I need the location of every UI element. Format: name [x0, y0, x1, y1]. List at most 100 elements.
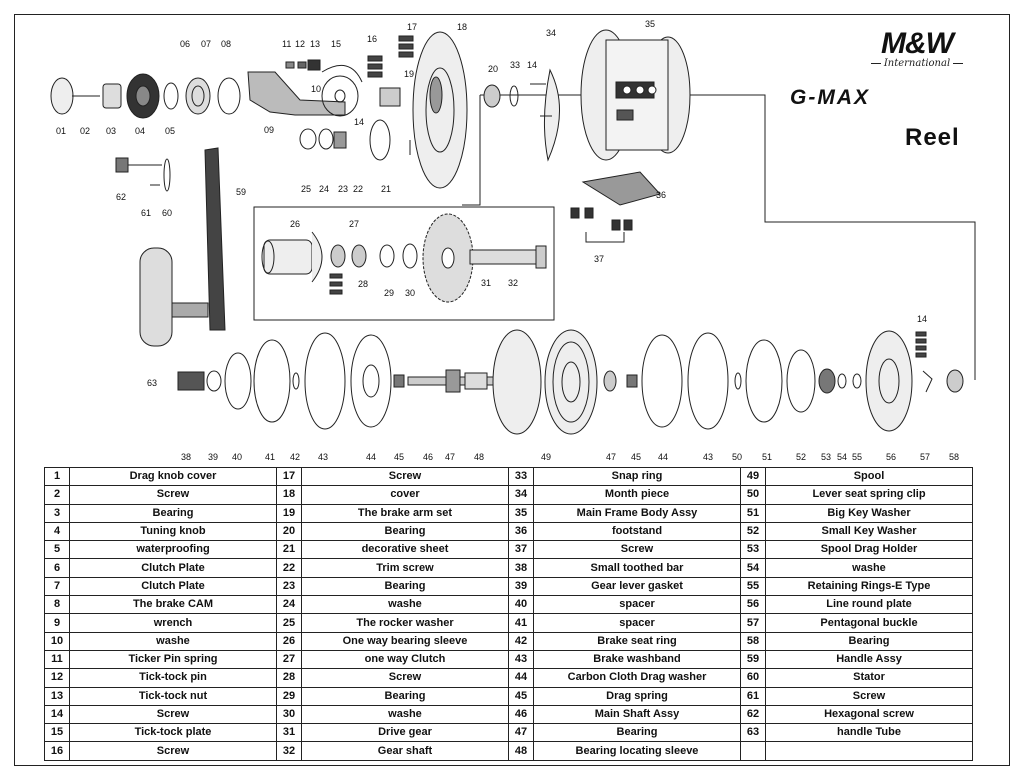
spacer: [224, 352, 252, 410]
snap-ring: [509, 85, 519, 107]
part-number-cell: 15: [44, 723, 70, 743]
part-name-cell: The rocker washer: [301, 613, 509, 633]
part-number-cell: 49: [740, 466, 766, 487]
drag-spring: [626, 374, 638, 388]
part-name-cell: Small Key Washer: [765, 521, 973, 542]
callout-label: 51: [762, 452, 772, 462]
part-name-cell: cover: [301, 485, 509, 505]
callout-label: 50: [732, 452, 742, 462]
part-name-cell: Brake washband: [533, 649, 741, 670]
part-name-cell: spacer: [533, 613, 741, 633]
gear-lever-gasket: [206, 370, 222, 392]
part-number-cell: 46: [508, 704, 534, 725]
part-name-cell: waterproofing: [69, 540, 277, 560]
part-name-cell: Main Shaft Assy: [533, 704, 741, 725]
part-name-cell: The brake CAM: [69, 595, 277, 615]
callout-label: 07: [201, 39, 211, 49]
inset-box: [253, 206, 555, 321]
part-name-cell: Gear lever gasket: [533, 576, 741, 597]
bearing-part: [946, 369, 964, 393]
callout-label: 46: [423, 452, 433, 462]
footstand: [581, 171, 661, 206]
part-name-cell: Brake seat ring: [533, 631, 741, 651]
part-number-cell: 4: [44, 521, 70, 542]
callout-label: 59: [236, 187, 246, 197]
bearing-part: [483, 84, 501, 108]
part-number-cell: 58: [740, 631, 766, 651]
month-piece: [543, 68, 560, 162]
part-number-cell: 27: [276, 649, 302, 670]
callout-label: 60: [162, 208, 172, 218]
carbon-drag-washer: [350, 334, 392, 428]
callout-label: 43: [318, 452, 328, 462]
part-name-cell: Bearing: [765, 631, 973, 651]
spring-clip: [734, 372, 742, 390]
part-number-cell: 17: [276, 466, 302, 487]
stator: [163, 158, 171, 192]
part-name-cell: Drag knob cover: [69, 466, 277, 487]
part-number-cell: 47: [508, 723, 534, 743]
part-number-cell: 10: [44, 631, 70, 651]
part-name-cell: one way Clutch: [301, 649, 509, 670]
callout-label: 55: [852, 452, 862, 462]
callout-label: 14: [527, 60, 537, 70]
callout-label: 61: [141, 208, 151, 218]
callout-label: 53: [821, 452, 831, 462]
callout-label: 06: [180, 39, 190, 49]
callout-label: 32: [508, 278, 518, 288]
callout-label: 63: [147, 378, 157, 388]
callout-label: 34: [546, 28, 556, 38]
gear-shaft: [469, 249, 543, 265]
part-number-cell: 9: [44, 613, 70, 633]
callout-label: 15: [331, 39, 341, 49]
part-number-cell: 45: [508, 686, 534, 706]
part-name-cell: decorative sheet: [301, 540, 509, 560]
part-name-cell: Lever seat spring clip: [765, 485, 973, 505]
part-name-cell: Screw: [533, 540, 741, 560]
callout-label: 58: [949, 452, 959, 462]
part-number-cell: 18: [276, 485, 302, 505]
bearing-part: [102, 83, 122, 109]
callout-label: 20: [488, 64, 498, 74]
callout-label: 12: [295, 39, 305, 49]
part-name-cell: Tick-tock nut: [69, 686, 277, 706]
callout-label: 62: [116, 192, 126, 202]
part-name-cell: washe: [301, 595, 509, 615]
callout-label: 47: [606, 452, 616, 462]
callout-label: 11: [282, 39, 291, 49]
part-name-cell: Gear shaft: [301, 741, 509, 761]
part-number-cell: 14: [44, 704, 70, 725]
callout-label: 47: [445, 452, 455, 462]
part-name-cell: One way bearing sleeve: [301, 631, 509, 651]
brake-seat-ring: [292, 372, 300, 390]
callout-label: 27: [349, 219, 359, 229]
callout-label: 44: [366, 452, 376, 462]
part-name-cell: Stator: [765, 668, 973, 688]
part-name-cell: Screw: [301, 668, 509, 688]
part-number-cell: 43: [508, 649, 534, 670]
part-number-cell: 29: [276, 686, 302, 706]
callout-label: 26: [290, 219, 300, 229]
part-name-cell: spacer: [533, 595, 741, 615]
part-number-cell: [740, 741, 766, 761]
drag-knob-cover: [50, 77, 74, 115]
part-number-cell: 33: [508, 466, 534, 487]
callout-label: 45: [394, 452, 404, 462]
part-number-cell: 50: [740, 485, 766, 505]
drag-spring: [393, 374, 405, 388]
callout-label: 10: [311, 84, 321, 94]
part-name-cell: Tuning knob: [69, 521, 277, 542]
part-name-cell: Bearing: [533, 723, 741, 743]
callout-label: 28: [358, 279, 368, 289]
